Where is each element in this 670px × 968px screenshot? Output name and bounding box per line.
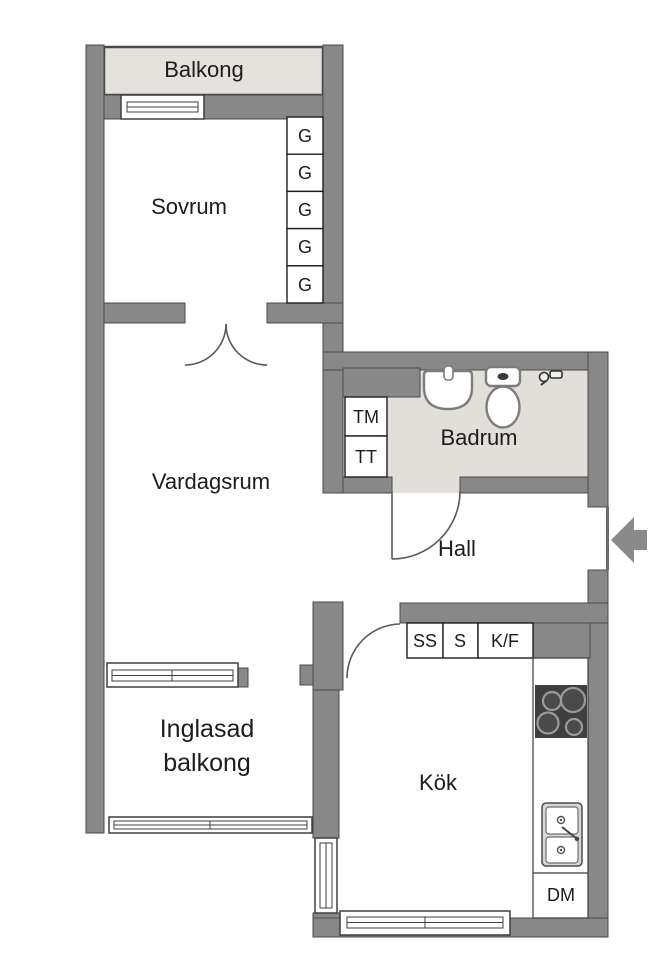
cleaning-cabinet-box — [406, 622, 444, 659]
door-kitchen — [346, 623, 401, 679]
wardrobe-label: G — [298, 237, 312, 257]
wall-left — [85, 44, 105, 834]
wall-stub-balcony-doorway — [299, 664, 314, 686]
pantry-label: S — [454, 631, 466, 651]
room-label-balkong: Balkong — [164, 57, 244, 82]
room-label-vardagsrum: Vardagsrum — [152, 469, 270, 494]
window-kitchen-bottom — [339, 910, 511, 936]
wall-kitchen-left-lower — [312, 689, 340, 839]
bathroom-fixtures — [422, 365, 563, 429]
kitchen-fittings: SS S K/F DM — [406, 622, 589, 919]
room-label-badrum: Badrum — [440, 425, 517, 450]
wall-kitchen-left-upper — [312, 601, 344, 691]
wall-stub-partition-window — [237, 667, 249, 688]
kitchen-sink-icon — [541, 802, 583, 867]
room-labels: Balkong Sovrum Vardagsrum Badrum Hall Kö… — [151, 57, 517, 795]
bathroom-sink-icon — [422, 365, 474, 411]
room-label-inglasad-line1: Inglasad — [160, 715, 255, 743]
door-bedroom-double — [184, 323, 268, 366]
wall-kitchen-top-corner — [532, 622, 591, 659]
fridge-freezer-box — [477, 622, 534, 659]
room-label-kok: Kök — [419, 770, 458, 795]
wall-bedroom-bottom-right — [266, 302, 344, 324]
window-kitchen-left — [314, 837, 338, 914]
fridge-freezer-label: K/F — [491, 631, 519, 651]
entrance — [606, 507, 647, 570]
entry-door-line — [606, 507, 609, 570]
dishwasher-label: DM — [547, 885, 575, 905]
wall-kitchen-top — [399, 602, 609, 624]
wall-right-below-entry — [587, 569, 609, 938]
wall-bathroom-left-block — [342, 367, 421, 398]
shower-mixer-icon — [538, 370, 563, 386]
wardrobe-cell — [286, 190, 324, 230]
room-label-sovrum: Sovrum — [151, 194, 227, 219]
wardrobe-cell — [286, 265, 324, 304]
windows — [106, 94, 511, 936]
wall-bathroom-top — [322, 351, 609, 371]
window-bedroom — [120, 94, 205, 120]
door-bathroom — [391, 490, 461, 560]
wall-right-of-bedroom — [322, 44, 344, 494]
stove-icon — [535, 685, 587, 738]
entry-arrow-icon — [611, 517, 647, 563]
wardrobe-cell — [286, 153, 324, 193]
wall-bathroom-bottom-right — [459, 476, 609, 494]
room-label-inglasad-line2: balkong — [163, 749, 251, 777]
wardrobe-cell — [286, 227, 324, 267]
cleaning-cabinet-label: SS — [413, 631, 437, 651]
washing-machine-label: TM — [353, 407, 379, 427]
toilet-icon — [484, 365, 522, 429]
wardrobe-label: G — [298, 126, 312, 146]
dryer-box — [344, 435, 388, 478]
window-partition — [106, 662, 239, 688]
wall-bathroom-bottom-left — [342, 476, 393, 494]
wardrobe-label: G — [298, 200, 312, 220]
room-label-hall: Hall — [438, 536, 476, 561]
wall-right-above-entry — [587, 351, 609, 508]
dryer-label: TT — [355, 447, 377, 467]
wardrobe-label: G — [298, 275, 312, 295]
wardrobe-column: G G G G G — [286, 116, 324, 304]
window-glazed-balcony — [108, 816, 313, 834]
washing-machine-box — [344, 396, 388, 437]
laundry-appliances: TM TT — [344, 396, 388, 478]
wardrobe-label: G — [298, 163, 312, 183]
door-swings — [184, 323, 461, 679]
wall-bedroom-bottom-left — [103, 302, 186, 324]
